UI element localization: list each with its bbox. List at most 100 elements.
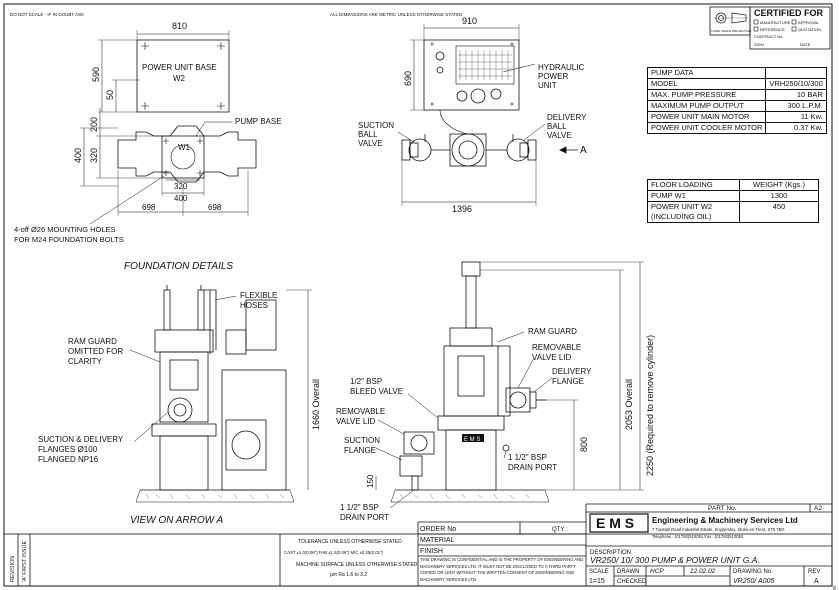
ems-nameplate xyxy=(462,434,484,442)
floor-loading-header-cell: FLOOR LOADING xyxy=(646,179,741,191)
pump-data-cell: VRH250/10/300 xyxy=(765,78,827,90)
pump-data-cell: POWER UNIT COOLER MOTOR xyxy=(646,122,767,134)
pump-data-cell: 10 BAR xyxy=(765,89,827,101)
drain-port-lower-label-2: DRAIN PORT xyxy=(340,513,389,522)
finish-label: FINISH xyxy=(420,548,443,555)
flanges-label-2: FLANGES Ø100 xyxy=(38,445,98,454)
ems-logo-text: E M S xyxy=(596,515,634,531)
w1-label: W1 xyxy=(178,143,191,152)
checkbox-quotation xyxy=(791,26,797,32)
certified-for-box: CERTIFIED FOR MANUFACTURE APPROVAL REFER… xyxy=(749,6,831,50)
revision-label: REVISION xyxy=(10,556,16,582)
checkbox-approval xyxy=(791,19,797,25)
plan-view xyxy=(397,24,578,206)
flexible-hoses-label-2: HOSES xyxy=(240,301,268,310)
arrow-a-label: A xyxy=(580,145,587,156)
power-unit-base-label: POWER UNIT BASE xyxy=(142,63,217,72)
pump-data-cell: MAXIMUM PUMP OUTPUT xyxy=(646,100,767,112)
surface-label: MACHINE SURFACE UNLESS OTHERWISE STATED xyxy=(296,562,418,568)
description-label: DESCRIPTION xyxy=(590,550,631,556)
description-value: VR250/ 10/ 300 PUMP & POWER UNIT G.A. xyxy=(590,555,760,565)
foundation-details-title: FOUNDATION DETAILS xyxy=(124,261,233,272)
pump-data-cell: PUMP DATA xyxy=(646,67,767,79)
rev-value: A xyxy=(814,578,819,585)
flexible-hoses-label-1: FLEXIBLE xyxy=(240,291,277,300)
pump-data-cell: MODEL xyxy=(646,78,767,90)
option-quotation: QUOTATION xyxy=(798,27,821,32)
mounting-holes-note-1: 4-off Ø26 MOUNTING HOLES xyxy=(14,225,116,234)
drain-port-lower-label-1: 1 1/2" BSP xyxy=(340,503,379,512)
dim-1660-overall: 1660 Overall xyxy=(311,379,321,430)
confidentiality-notice: THIS DRAWING IS CONFIDENTIAL AND IS THE … xyxy=(420,557,584,582)
checkbox-reference xyxy=(753,26,759,32)
suction-valve-label-3: VALVE xyxy=(358,139,383,148)
dim-810: 810 xyxy=(172,21,187,31)
drawing-no-value: VR250/ A005 xyxy=(733,578,774,585)
suction-valve-label-1: SUCTION xyxy=(358,121,394,130)
w2-label: W2 xyxy=(173,74,186,83)
scale-label: SCALE xyxy=(589,569,609,575)
dim-910: 910 xyxy=(462,16,477,26)
pump-data-cell: MAX. PUMP PRESSURE xyxy=(646,89,767,101)
pump-data-cell: 11 Kw. xyxy=(765,111,827,123)
flanges-label-1: SUCTION & DELIVERY xyxy=(38,435,124,444)
option-manufacture: MANUFACTURE xyxy=(760,20,791,25)
dim-698-right: 698 xyxy=(208,203,222,212)
drain-port-right-label-1: 1 1/2" BSP xyxy=(508,453,547,462)
date-label: DATE xyxy=(800,42,811,47)
pump-data-cell: POWER UNIT MAIN MOTOR xyxy=(646,111,767,123)
dim-320-horizontal: 320 xyxy=(174,182,188,191)
side-note: 8 xyxy=(833,586,836,590)
removable-lid-label-1: REMOVABLE xyxy=(532,343,581,352)
hydraulic-label-2: POWER xyxy=(538,72,568,81)
floor-loading-cell: PUMP W1 xyxy=(646,190,741,202)
floor-loading-cell: (INCLUDING OIL) xyxy=(646,212,741,223)
delivery-valve-label-1: DELIVERY xyxy=(547,113,587,122)
dim-400: 400 xyxy=(73,148,83,163)
dim-2053-overall: 2053 Overall xyxy=(624,379,634,430)
pump-data-cell xyxy=(765,67,827,79)
floor-loading-cell: POWER UNIT W2 xyxy=(646,201,741,212)
dim-800: 800 xyxy=(579,437,589,452)
view-on-arrow-a xyxy=(129,285,312,503)
do-not-scale-note: DO NOT SCALE - IF IN DOUBT ASK xyxy=(10,12,84,17)
dim-698-left: 698 xyxy=(142,203,156,212)
ems-nameplate-text: E M S xyxy=(464,437,480,443)
removable-lid-lower-label-1: REMOVABLE xyxy=(336,407,385,416)
option-approval: APPROVAL xyxy=(798,20,820,25)
ram-guard-omitted-label-1: RAM GUARD xyxy=(68,337,117,346)
checkbox-manufacture xyxy=(753,19,759,25)
dim-320: 320 xyxy=(89,148,99,163)
qty-label: QTY : xyxy=(552,527,568,533)
pump-base-label: PUMP BASE xyxy=(235,117,282,126)
removable-lid-label-2: VALVE LID xyxy=(532,353,572,362)
pump-base-view xyxy=(80,108,257,225)
hydraulic-label-1: HYDRAULIC xyxy=(538,63,584,72)
ram-guard-omitted-label-2: OMITTED FOR xyxy=(68,347,123,356)
first-issue-label: 'A' FIRST ISSUE xyxy=(22,541,28,582)
bleed-valve-label-2: BLEED VALVE xyxy=(350,387,403,396)
floor-loading-cell: 1300 xyxy=(739,190,819,202)
scale-value: 1=15 xyxy=(589,578,605,585)
company-telephone: Telephone : (01782)510051 Fax : (01782)5… xyxy=(652,534,744,539)
delivery-valve-label-2: BALL xyxy=(547,122,567,131)
dim-590: 590 xyxy=(91,67,101,82)
front-elevation-view xyxy=(375,261,644,509)
hydraulic-label-3: UNIT xyxy=(538,81,557,90)
date-value: 12.02.02 xyxy=(690,568,716,575)
flanges-label-3: FLANGED NP16 xyxy=(38,455,99,464)
drawn-label: DRAWN xyxy=(617,569,639,575)
tolerance-values: CAST ±1.0(0.06") FAB ±1.5(0.06") M/C ±0.… xyxy=(284,550,384,555)
floor-loading-cell xyxy=(739,212,819,223)
floor-loading-cell: 450 xyxy=(739,201,819,212)
